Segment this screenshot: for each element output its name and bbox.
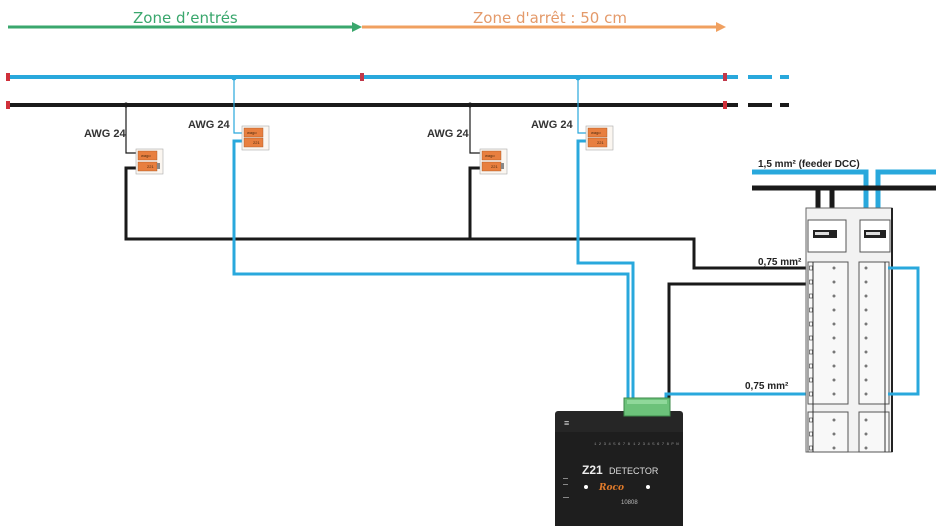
z21-detector: ≡ 1 2 3 4 5 6 7 8 1 2 3 4 5 6 7 8 P N Z2… bbox=[555, 397, 683, 526]
terminal-screw bbox=[832, 266, 836, 270]
terminal-screw bbox=[864, 266, 868, 270]
terminal-slot bbox=[809, 265, 813, 271]
terminal-slot bbox=[809, 377, 813, 383]
terminal-slot bbox=[809, 307, 813, 313]
terminal-screw bbox=[832, 364, 836, 368]
feeder-return-wire-1 bbox=[232, 139, 630, 404]
terminal-screw bbox=[832, 350, 836, 354]
detector-model: 10808 bbox=[621, 500, 638, 506]
terminal-slot bbox=[809, 417, 813, 423]
terminal-screw bbox=[864, 432, 868, 436]
connector-model: 221 bbox=[253, 140, 260, 145]
connector-brand: wago bbox=[141, 153, 151, 158]
wago-connector: wago 221 bbox=[135, 148, 164, 175]
awg-label: AWG 24 bbox=[427, 128, 469, 140]
awg-label: AWG 24 bbox=[531, 119, 573, 131]
terminal-screw bbox=[864, 418, 868, 422]
drop-wire-blue bbox=[577, 78, 588, 134]
isolator-marker bbox=[6, 101, 10, 109]
terminal-slot bbox=[809, 335, 813, 341]
connector-model: 221 bbox=[147, 164, 154, 169]
entry-zone-arrow bbox=[8, 22, 362, 32]
terminal-screw bbox=[832, 378, 836, 382]
awg-label: AWG 24 bbox=[188, 119, 230, 131]
detector-brand: Roco bbox=[598, 483, 624, 493]
isolator-marker bbox=[6, 73, 10, 81]
terminal-screw bbox=[864, 364, 868, 368]
terminal-screw bbox=[864, 308, 868, 312]
terminal-screw bbox=[832, 336, 836, 340]
isolator-marker bbox=[723, 101, 727, 109]
detector-logo: Z21 bbox=[582, 463, 603, 477]
terminal-screw bbox=[832, 294, 836, 298]
svg-text:1 2 3 4 5 6 7 8 P N: 1 2 3 4 5 6 7 8 P N bbox=[633, 443, 679, 447]
terminal-screw bbox=[832, 322, 836, 326]
terminal-loop-wire bbox=[888, 266, 920, 396]
terminal-screw bbox=[864, 378, 868, 382]
terminal-screw bbox=[864, 322, 868, 326]
terminal-screw bbox=[832, 432, 836, 436]
terminal-screw bbox=[832, 308, 836, 312]
terminal-screw bbox=[832, 392, 836, 396]
svg-text:1 2 3 4 5 6 7 8: 1 2 3 4 5 6 7 8 bbox=[594, 443, 631, 447]
entry-zone-label: Zone d’entrés bbox=[133, 9, 238, 27]
connector-brand: wago bbox=[591, 130, 601, 135]
wago-connector: wago 221 bbox=[479, 148, 508, 175]
terminal-slot bbox=[809, 349, 813, 355]
isolator-marker bbox=[360, 73, 364, 81]
terminal-screw bbox=[864, 446, 868, 450]
feeder-wire-label: 1,5 mm² (feeder DCC) bbox=[758, 159, 860, 170]
isolator-marker bbox=[723, 73, 727, 81]
terminal-slot bbox=[809, 279, 813, 285]
terminal-slot bbox=[809, 391, 813, 397]
terminal-screw bbox=[864, 350, 868, 354]
wago-connector: wago 221 bbox=[585, 125, 614, 151]
stop-zone-label: Zone d'arrêt : 50 cm bbox=[473, 9, 627, 27]
terminal-slot bbox=[809, 321, 813, 327]
section-wire-label: 0,75 mm² bbox=[758, 257, 802, 268]
wago-connector: wago 221 bbox=[241, 125, 270, 151]
terminal-screw bbox=[832, 418, 836, 422]
awg-label: AWG 24 bbox=[84, 128, 126, 140]
connector-model: 221 bbox=[597, 140, 604, 145]
terminal-slot bbox=[809, 293, 813, 299]
detector-feed-wire bbox=[664, 392, 806, 404]
drop-wire-black bbox=[125, 105, 138, 154]
terminal-slot bbox=[809, 363, 813, 369]
terminal-rail bbox=[805, 207, 893, 453]
detector-name: DETECTOR bbox=[609, 466, 659, 476]
feeder-return-wire-2 bbox=[576, 139, 635, 404]
terminal-slot bbox=[809, 431, 813, 437]
terminal-screw bbox=[864, 392, 868, 396]
terminal-screw bbox=[832, 280, 836, 284]
terminal-slot bbox=[809, 445, 813, 451]
connector-model: 221 bbox=[491, 164, 498, 169]
detector-ground-wire bbox=[667, 282, 808, 404]
stop-zone-arrow bbox=[362, 22, 726, 32]
connector-brand: wago bbox=[485, 153, 495, 158]
terminal-screw bbox=[864, 336, 868, 340]
ground-return-wire bbox=[468, 166, 482, 239]
ground-return-wire bbox=[124, 166, 808, 270]
terminal-screw bbox=[864, 294, 868, 298]
terminal-screw bbox=[864, 280, 868, 284]
section-wire-label: 0,75 mm² bbox=[745, 381, 789, 392]
drop-wire-black bbox=[469, 105, 482, 154]
terminal-screw bbox=[832, 446, 836, 450]
drop-wire-blue bbox=[233, 78, 244, 134]
svg-text:≡: ≡ bbox=[564, 418, 569, 428]
connector-brand: wago bbox=[247, 130, 257, 135]
